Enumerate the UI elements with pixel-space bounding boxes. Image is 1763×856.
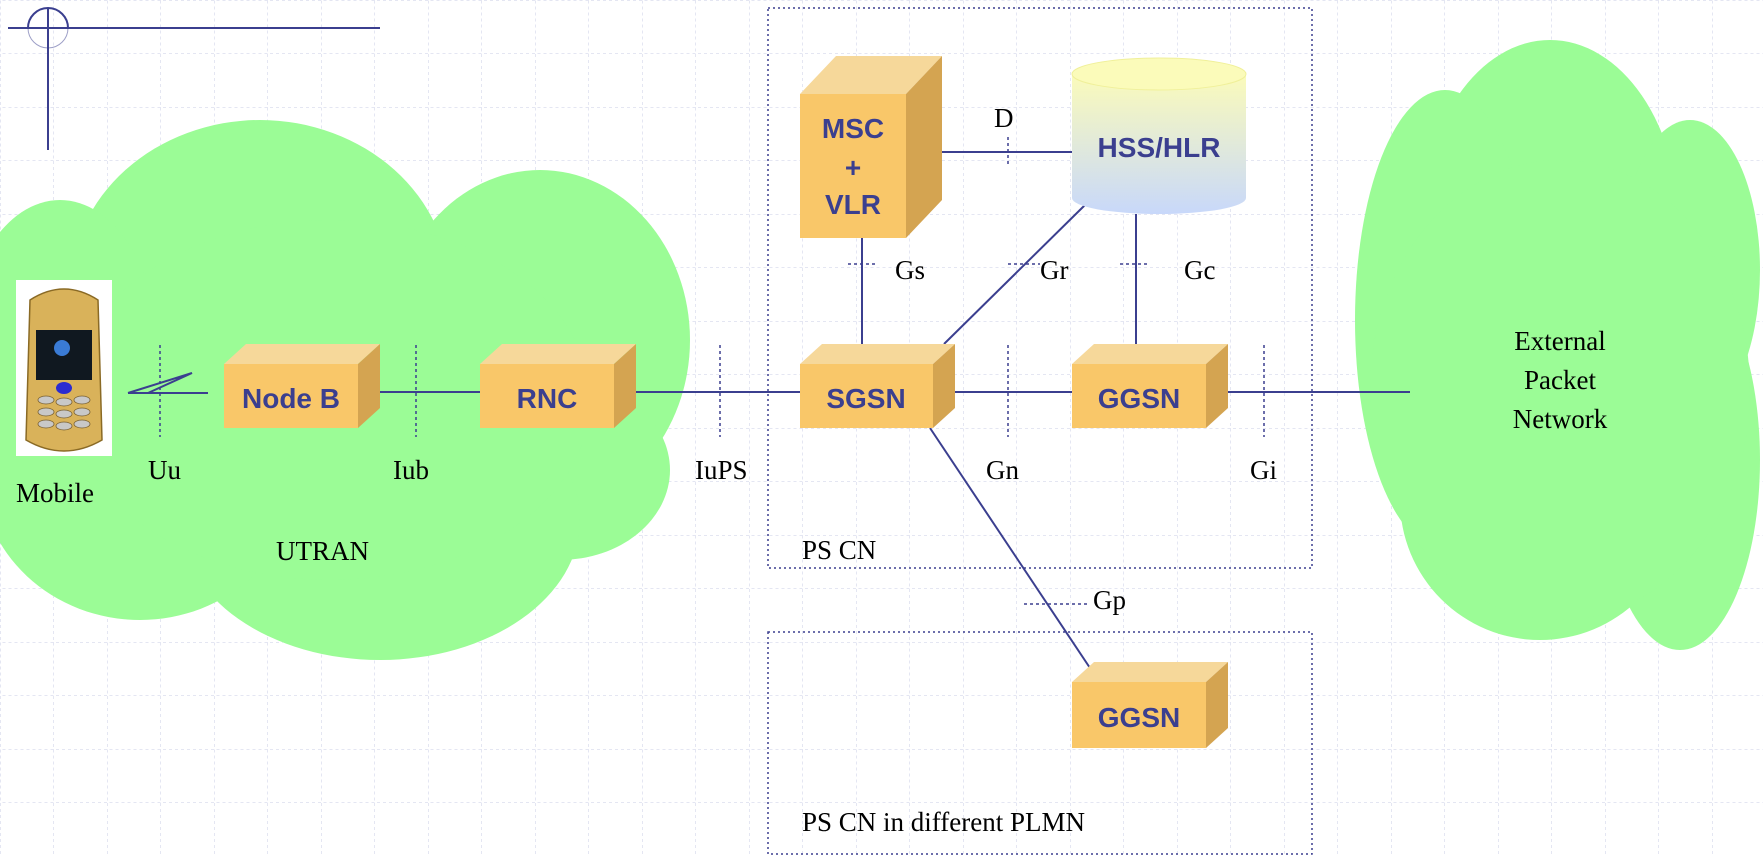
gi-label: Gi xyxy=(1250,455,1277,485)
ggsn-box: GGSN xyxy=(1072,344,1228,428)
gr-label: Gr xyxy=(1040,255,1069,285)
gn-label: Gn xyxy=(986,455,1019,485)
sgsn-label: SGSN xyxy=(826,383,905,414)
msc-vlr-box: MSC + VLR xyxy=(800,56,942,238)
mobile-label: Mobile xyxy=(16,478,94,508)
link-sgsn-hss xyxy=(943,204,1086,345)
gc-label: Gc xyxy=(1184,255,1215,285)
remote-ggsn-box: GGSN xyxy=(1072,662,1228,748)
sgsn-box: SGSN xyxy=(800,344,955,428)
mobile-phone-icon xyxy=(16,280,112,456)
rnc-label: RNC xyxy=(517,383,578,414)
uu-label: Uu xyxy=(148,455,181,485)
d-label: D xyxy=(994,103,1014,133)
hss-label: HSS/HLR xyxy=(1098,132,1221,163)
hss-hlr-database: HSS/HLR xyxy=(1071,57,1247,214)
external-label-line1: External xyxy=(1514,326,1605,356)
vlr-label: VLR xyxy=(825,189,881,220)
slide-corner-decoration xyxy=(8,7,380,150)
ps-cn-label: PS CN xyxy=(802,535,876,565)
rnc-box: RNC xyxy=(480,344,636,428)
link-sgsn-remote-ggsn xyxy=(929,427,1091,669)
msc-label: MSC xyxy=(822,113,884,144)
ps-cn-region xyxy=(767,7,1313,569)
gp-label: Gp xyxy=(1093,585,1126,615)
ps-cn-other-plmn-region xyxy=(767,631,1313,855)
iub-label: Iub xyxy=(393,455,429,485)
external-network-cloud xyxy=(1355,40,1760,650)
external-label-line2: Packet xyxy=(1524,365,1596,395)
utran-label: UTRAN xyxy=(276,536,369,566)
iups-label: IuPS xyxy=(695,455,748,485)
reference-ticks xyxy=(159,137,1265,605)
ps-cn-other-label: PS CN in different PLMN xyxy=(802,807,1085,837)
links xyxy=(127,151,1410,669)
ggsn-label: GGSN xyxy=(1098,383,1180,414)
remote-ggsn-label: GGSN xyxy=(1098,702,1180,733)
msc-plus-label: + xyxy=(845,152,861,183)
node-b-label: Node B xyxy=(242,383,340,414)
gs-label: Gs xyxy=(895,255,925,285)
node-b-box: Node B xyxy=(224,344,380,428)
external-label-line3: Network xyxy=(1513,404,1608,434)
